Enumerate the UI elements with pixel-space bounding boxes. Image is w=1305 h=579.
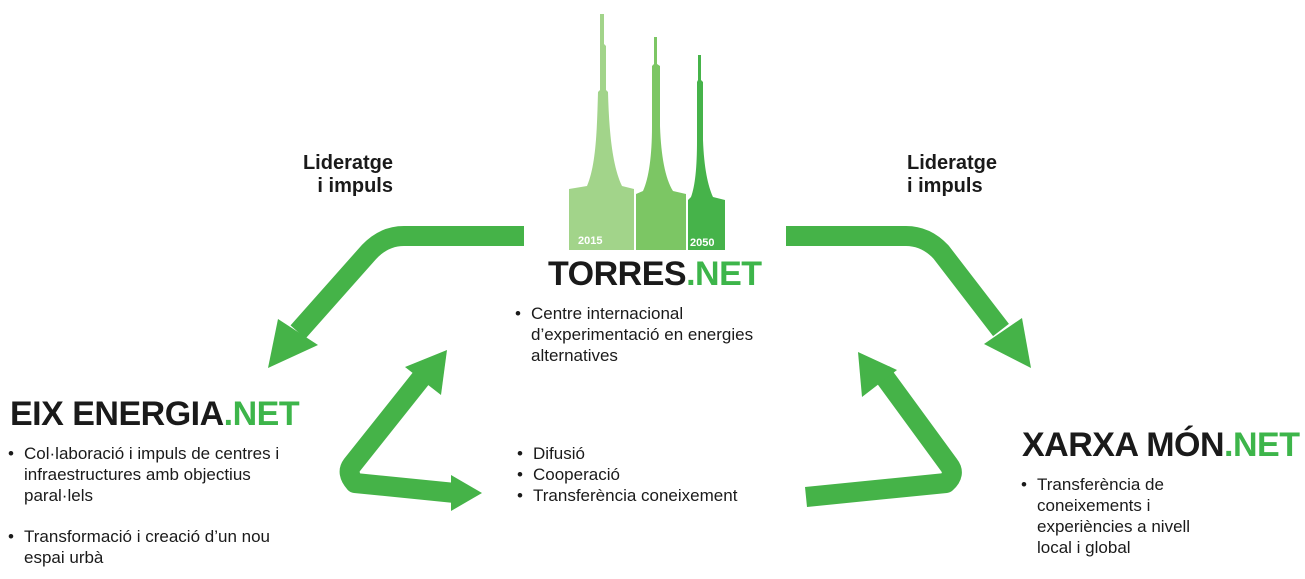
center-bullet: Transferència coneixement (515, 485, 805, 506)
torres-title-main: TORRES (548, 255, 687, 293)
leadership-right-line2: i impuls (907, 175, 983, 197)
torres-title-accent: .NET (686, 255, 762, 293)
leadership-right-line1: Lideratge (907, 152, 998, 174)
xarxa-title-main: XARXA MÓN (1022, 426, 1225, 464)
torres-bullet: Centre internacional d’experimentació en… (513, 303, 813, 366)
eix-title-main: EIX ENERGIA (10, 395, 224, 433)
xarxa-bullets: Transferència de coneixements i experièn… (1019, 474, 1219, 558)
arrow-eix-cycle (339, 350, 482, 511)
eix-bullet: Transformació i creació d’un nou espai u… (6, 526, 291, 568)
xarxa-title-accent: .NET (1224, 426, 1300, 464)
leadership-left-line1: Lideratge (302, 152, 393, 174)
leadership-label-left: Lideratge i impuls (285, 152, 393, 198)
tower-2015-body (569, 14, 634, 250)
eix-bullets: Col·laboració i impuls de centres i infr… (6, 443, 291, 568)
xarxa-title: XARXA MÓN.NET (1022, 426, 1300, 464)
leadership-left-line2: i impuls (317, 175, 393, 197)
arrow-torres-to-xarxa (786, 226, 1031, 368)
tower-middle-body (636, 37, 686, 250)
tower-2050: 2050 (688, 55, 725, 250)
torres-bullets: Centre internacional d’experimentació en… (513, 303, 813, 366)
tower-middle (636, 37, 686, 250)
xarxa-bullet: Transferència de coneixements i experièn… (1019, 474, 1219, 558)
arrow-xarxa-cycle (805, 352, 962, 507)
center-bullets: Difusió Cooperació Transferència coneixe… (515, 443, 805, 506)
tower-2050-body (688, 55, 725, 250)
eix-title: EIX ENERGIA.NET (10, 395, 300, 433)
tower-2050-label: 2050 (690, 237, 714, 249)
arrows (268, 226, 1031, 511)
tower-2015: 2015 (569, 14, 634, 250)
center-bullet: Cooperació (515, 464, 805, 485)
torres-title: TORRES.NET (548, 255, 762, 293)
center-bullet: Difusió (515, 443, 805, 464)
towers-illustration: 2015 2050 (569, 14, 725, 250)
tower-2015-label: 2015 (578, 235, 602, 247)
arrow-torres-to-eix (268, 226, 524, 368)
eix-title-accent: .NET (223, 395, 300, 433)
eix-bullet: Col·laboració i impuls de centres i infr… (6, 443, 291, 506)
leadership-label-right: Lideratge i impuls (907, 152, 1027, 198)
